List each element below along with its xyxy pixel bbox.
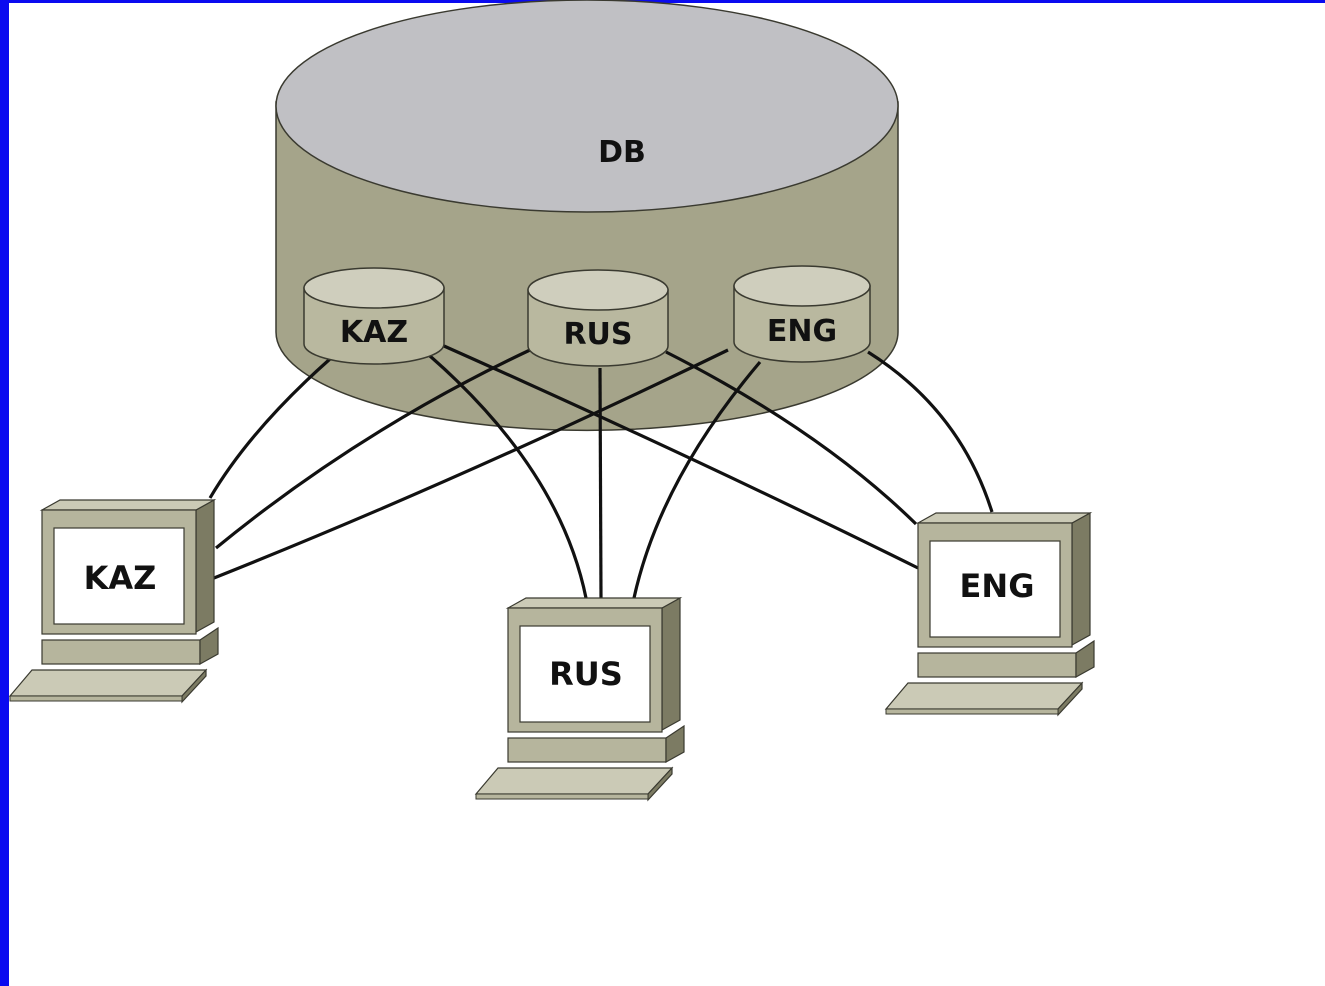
- monitor-screen: [519, 625, 651, 723]
- partition-rus-body: [527, 289, 669, 367]
- connection-lines: [208, 344, 994, 599]
- computer-icon: [474, 596, 685, 802]
- partition-kaz-top: [303, 267, 445, 309]
- connection-eng-to-eng: [867, 350, 994, 513]
- computer-icon: [8, 498, 219, 704]
- client-eng-label: ENG: [960, 567, 1035, 605]
- monitor-top: [39, 499, 217, 511]
- connection-kaz-to-kaz: [208, 357, 332, 499]
- partition-eng-label: ENG: [767, 314, 837, 349]
- client-computer-kaz: KAZ: [8, 498, 219, 704]
- monitor-screen: [53, 527, 185, 625]
- computer-base-side: [199, 626, 219, 666]
- connection-rus-to-rus: [598, 367, 603, 599]
- keyboard-edge: [9, 695, 183, 702]
- computer-base-side: [665, 724, 685, 764]
- partition-kaz-body: [303, 287, 445, 365]
- connection-rus-to-kaz: [214, 348, 531, 550]
- partition-rus-label: RUS: [563, 317, 632, 352]
- connection-eng-to-kaz: [213, 348, 729, 580]
- keyboard: [8, 669, 208, 697]
- monitor-side: [661, 596, 681, 732]
- connection-eng-to-rus: [632, 360, 762, 599]
- keyboard-edge: [885, 708, 1059, 715]
- computer-base-side: [1075, 639, 1095, 679]
- client-computer-rus: RUS: [474, 596, 685, 802]
- partition-eng-body: [733, 285, 871, 363]
- monitor-side: [1071, 511, 1091, 647]
- computer-base: [507, 737, 667, 763]
- monitor-screen: [929, 540, 1061, 638]
- keyboard-edge: [475, 793, 649, 800]
- computer-base: [917, 652, 1077, 678]
- computer-icon: [884, 511, 1095, 717]
- computer-base: [41, 639, 201, 665]
- client-rus-label: RUS: [549, 655, 623, 693]
- partition-eng: ENG: [733, 265, 871, 363]
- partition-rus-top: [527, 269, 669, 311]
- database-label: DB: [598, 135, 646, 170]
- frame-top-border: [0, 0, 1325, 3]
- client-computer-eng: ENG: [884, 511, 1095, 717]
- partition-kaz: KAZ: [303, 267, 445, 365]
- client-kaz-label: KAZ: [84, 559, 157, 597]
- partition-eng-top: [733, 265, 871, 307]
- monitor-top: [915, 512, 1093, 524]
- partition-rus: RUS: [527, 269, 669, 367]
- database-top: [275, 0, 899, 213]
- monitor-top: [505, 597, 683, 609]
- connection-rus-to-eng: [665, 350, 918, 526]
- keyboard: [884, 682, 1084, 710]
- monitor-side: [195, 498, 215, 634]
- frame-left-border: [0, 0, 9, 986]
- keyboard: [474, 767, 674, 795]
- partition-kaz-label: KAZ: [340, 315, 408, 350]
